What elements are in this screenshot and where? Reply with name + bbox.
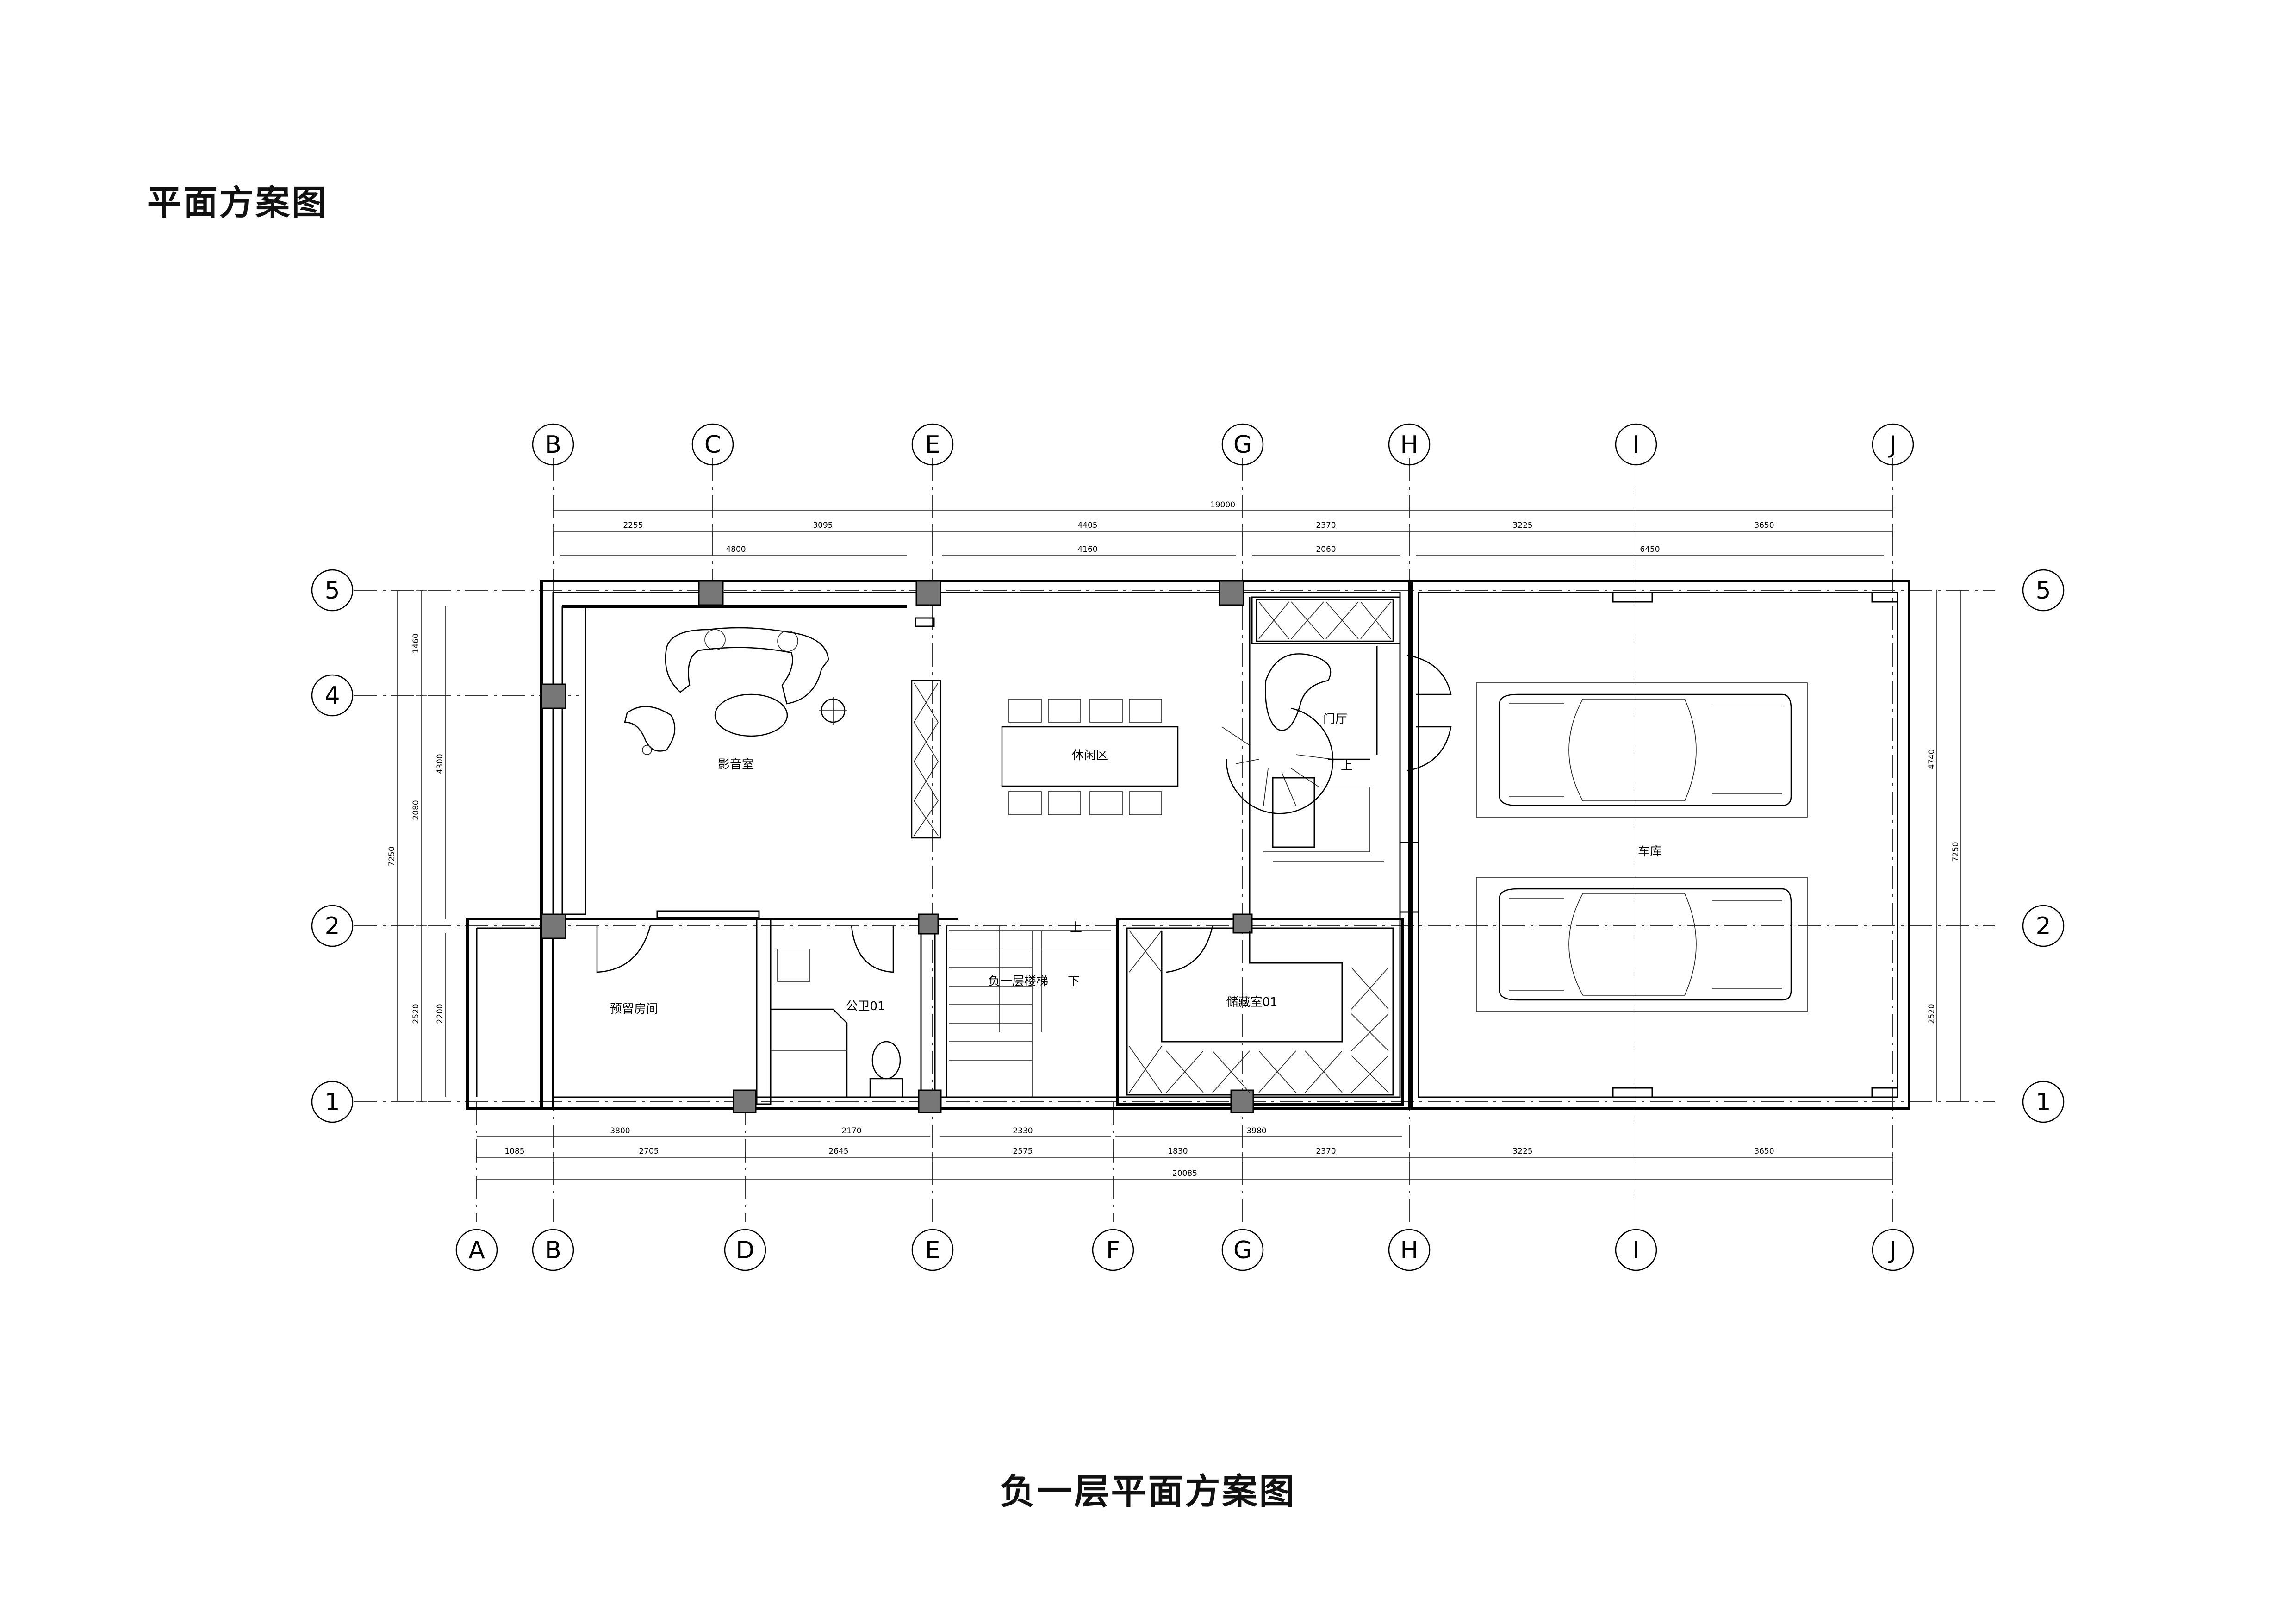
dim-top-2: 4160 xyxy=(1077,545,1097,554)
room-label-garage: 车库 xyxy=(1638,845,1662,859)
lower-rooms-fixtures xyxy=(596,925,1389,1098)
dim-bottom-2: 1085 xyxy=(504,1147,524,1156)
dim-right-inner: 4740 xyxy=(1927,749,1936,769)
room-label-reserved: 预留房间 xyxy=(610,1002,658,1016)
dim-right-inner: 2520 xyxy=(1927,1004,1936,1024)
grid-label-right: 5 xyxy=(2035,577,2051,605)
grid-label-bottom: J xyxy=(1888,1237,1896,1264)
car-icon xyxy=(1499,693,1792,806)
grid-label-top: I xyxy=(1632,431,1639,459)
grid-label-top: B xyxy=(545,431,561,459)
grid-label-top: J xyxy=(1888,431,1896,459)
car-icon xyxy=(1499,888,1792,1001)
media-room-furniture xyxy=(624,617,941,839)
dim-bottom-2: 2705 xyxy=(639,1147,659,1156)
foyer-furniture xyxy=(1221,599,1452,862)
dim-bottom-1: 2170 xyxy=(841,1126,861,1136)
grid-label-bottom: B xyxy=(545,1237,561,1264)
room-label-stairs: 负一层楼梯 xyxy=(988,974,1048,988)
lounge-furniture xyxy=(1001,699,1179,815)
dim-top-1: 3225 xyxy=(1512,521,1532,530)
drawing-title: 负一层平面方案图 xyxy=(1000,1471,1296,1512)
grid-label-bottom: H xyxy=(1400,1237,1418,1264)
dim-bottom-2: 1830 xyxy=(1168,1147,1188,1156)
grid-label-bottom: D xyxy=(736,1237,754,1264)
dim-bottom-1: 3980 xyxy=(1246,1126,1266,1136)
grid-label-left: 4 xyxy=(324,682,340,710)
dim-top-total: 19000 xyxy=(1210,500,1235,510)
room-label-storage: 储藏室01 xyxy=(1226,995,1277,1009)
grid-bubbles-bottom: A B D E F G H I J xyxy=(455,1229,1914,1271)
dim-bottom-2: 3225 xyxy=(1512,1147,1532,1156)
dim-bottom-total: 20085 xyxy=(1172,1169,1197,1178)
room-labels: 影音室 休闲区 门厅 车库 预留房间 公卫01 负一层楼梯 储藏室01 上 上 … xyxy=(610,712,1662,1016)
walls xyxy=(466,580,1910,1110)
grid-label-top: E xyxy=(925,431,940,459)
grid-label-bottom: F xyxy=(1106,1237,1120,1264)
dim-right-outer: 7250 xyxy=(1951,842,1960,862)
room-label-lounge: 休闲区 xyxy=(1072,749,1108,762)
dim-left-inner: 1460 xyxy=(411,633,421,653)
dim-left-inner: 2520 xyxy=(411,1004,421,1024)
dim-bottom-2: 2370 xyxy=(1316,1147,1336,1156)
page-title: 平面方案图 xyxy=(147,183,328,223)
dim-left-outer: 7250 xyxy=(387,846,397,866)
dim-top-2: 4800 xyxy=(726,545,746,554)
stair-up-label: 上 xyxy=(1070,921,1082,935)
dim-top-1: 2255 xyxy=(623,521,643,530)
room-label-bathroom: 公卫01 xyxy=(846,999,885,1013)
stair-up-label: 上 xyxy=(1341,759,1353,773)
dim-top-1: 3650 xyxy=(1754,521,1774,530)
dim-left-mid: 4300 xyxy=(436,754,445,774)
dim-top-1: 3095 xyxy=(813,521,833,530)
structural-columns xyxy=(541,580,1254,1113)
dim-top-1: 4405 xyxy=(1077,521,1097,530)
dim-top-1: 2370 xyxy=(1316,521,1336,530)
grid-label-right: 1 xyxy=(2035,1088,2051,1116)
grid-bubbles-top: B C E G H I J xyxy=(532,423,1914,466)
grid-label-top: H xyxy=(1400,431,1418,459)
dim-bottom-2: 3650 xyxy=(1754,1147,1774,1156)
grid-label-bottom: E xyxy=(925,1237,940,1264)
grid-label-left: 1 xyxy=(324,1088,340,1116)
grid-label-bottom: G xyxy=(1233,1237,1252,1264)
grid-label-left: 5 xyxy=(324,577,340,605)
dim-top-2: 2060 xyxy=(1316,545,1336,554)
dim-bottom-1: 3800 xyxy=(610,1126,630,1136)
dim-bottom-2: 2575 xyxy=(1013,1147,1033,1156)
dim-left-mid: 2200 xyxy=(436,1004,445,1024)
dim-left-inner: 2080 xyxy=(411,800,421,820)
dim-top-2: 6450 xyxy=(1640,545,1660,554)
stair-down-label: 下 xyxy=(1068,974,1080,988)
dim-bottom-2: 2645 xyxy=(828,1147,848,1156)
dim-bottom-1: 2330 xyxy=(1013,1126,1033,1136)
room-label-foyer: 门厅 xyxy=(1323,712,1347,726)
grid-label-bottom: I xyxy=(1632,1237,1639,1264)
dimension-lines: 19000 2255 3095 4405 2370 3225 3650 4800… xyxy=(387,500,1961,1180)
grid-label-right: 2 xyxy=(2035,912,2051,940)
garage-cars xyxy=(1476,682,1808,1012)
grid-label-top: G xyxy=(1233,431,1252,459)
room-label-media: 影音室 xyxy=(718,758,754,772)
grid-bubbles-right: 5 2 1 xyxy=(2022,569,2065,1123)
grid-label-left: 2 xyxy=(324,912,340,940)
grid-label-bottom: A xyxy=(468,1237,485,1264)
grid-label-top: C xyxy=(704,431,721,459)
grid-bubbles-left: 5 4 2 1 xyxy=(311,569,354,1123)
